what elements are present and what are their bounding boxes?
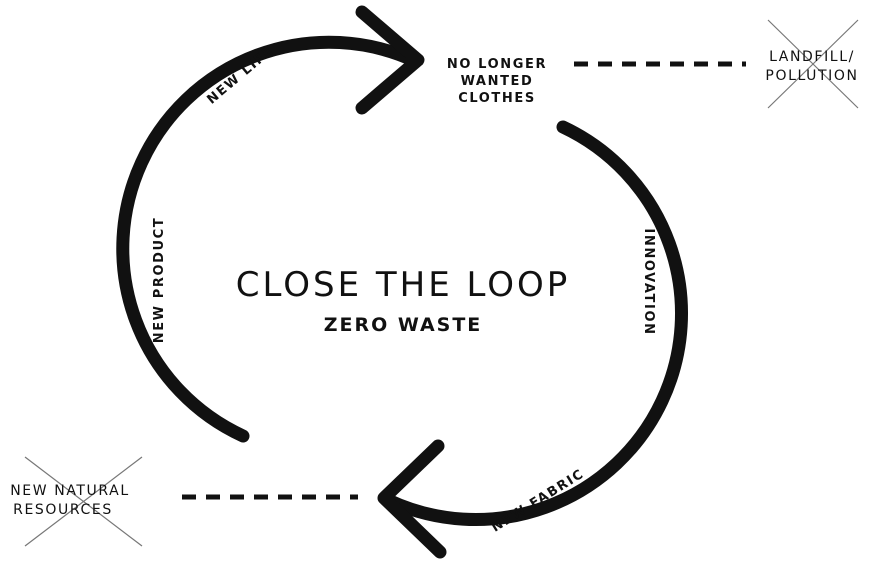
- top-node-line-1: NO LONGER: [447, 57, 547, 72]
- top-arrowhead-icon: [355, 5, 425, 115]
- arc-label-new-product: NEW PRODUCT: [152, 217, 167, 344]
- landfill-line-2: POLLUTION: [765, 68, 858, 84]
- top-node-line-3: CLOTHES: [458, 91, 536, 106]
- cross-line: [24, 456, 143, 547]
- resources-line-2: RESOURCES: [13, 502, 113, 518]
- arc-label-innovation: INNOVATION: [641, 228, 656, 335]
- landfill-pollution-crossed: LANDFILL/ POLLUTION: [765, 19, 859, 109]
- center-title: CLOSE THE LOOP: [236, 265, 571, 305]
- resources-line-1: NEW NATURAL: [10, 483, 130, 499]
- cross-line: [767, 19, 859, 109]
- landfill-line-1: LANDFILL/: [769, 49, 855, 65]
- bottom-arrowhead-icon: [377, 439, 447, 559]
- top-node-line-2: WANTED: [461, 74, 534, 89]
- left-loop-arc: [116, 35, 422, 443]
- center-subtitle: ZERO WASTE: [324, 314, 483, 336]
- new-natural-resources-crossed: NEW NATURAL RESOURCES: [10, 456, 143, 547]
- right-loop-arc: [381, 120, 688, 526]
